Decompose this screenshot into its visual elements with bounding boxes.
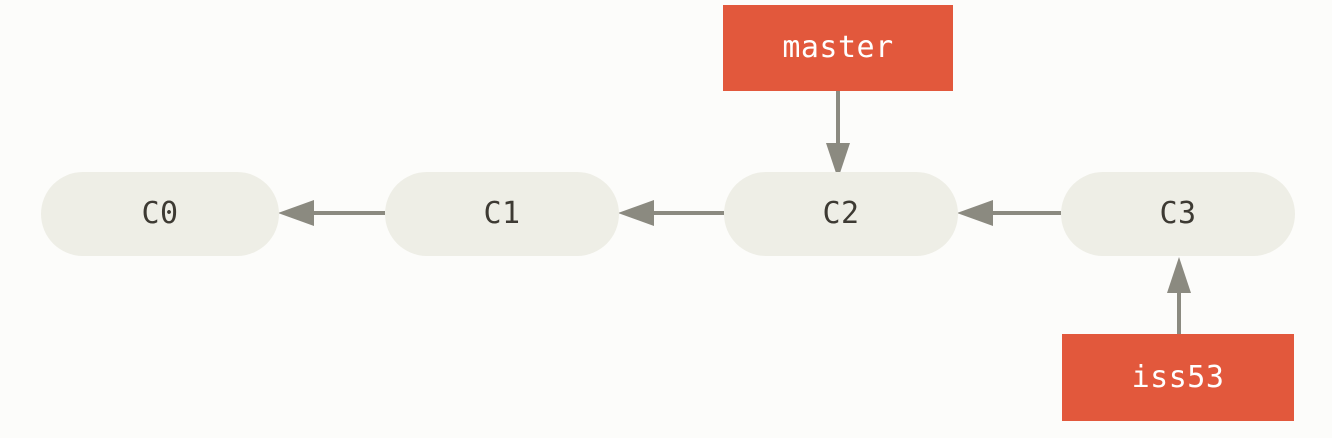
arrow-master-to-c2: [826, 91, 850, 179]
arrow-c3-to-c2: [957, 200, 1061, 226]
arrow-c2-to-c1: [618, 200, 724, 226]
commit-node-c2[interactable]: C2: [724, 172, 958, 256]
branch-box-master[interactable]: master: [723, 5, 953, 91]
branch-box-iss53[interactable]: iss53: [1062, 334, 1294, 421]
arrow-c1-to-c0: [278, 200, 385, 226]
branch-label-iss53: iss53: [1131, 359, 1225, 395]
branch-label-master: master: [782, 30, 894, 65]
commit-label-c3: C3: [1159, 196, 1197, 231]
commit-node-c1[interactable]: C1: [385, 172, 619, 256]
commit-label-c0: C0: [141, 196, 179, 231]
commit-label-c1: C1: [483, 196, 521, 231]
commit-node-c3[interactable]: C3: [1061, 172, 1295, 256]
commit-node-c0[interactable]: C0: [41, 172, 279, 256]
arrow-iss53-to-c3: [1167, 257, 1191, 334]
commit-label-c2: C2: [822, 196, 860, 231]
